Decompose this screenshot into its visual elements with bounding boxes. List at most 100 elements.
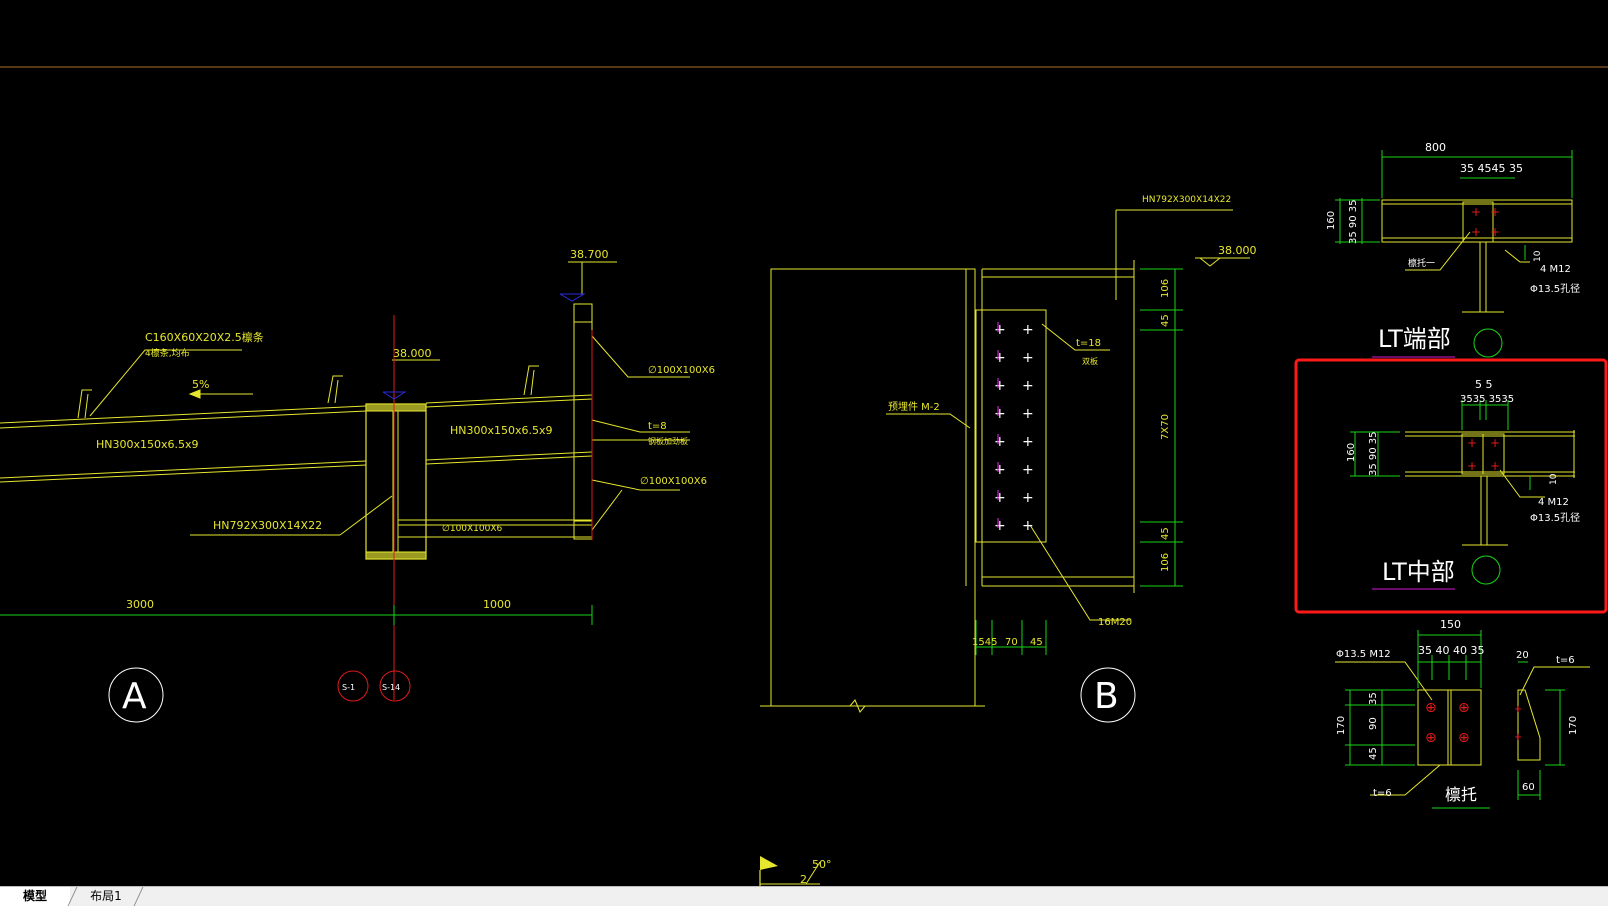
ucs-angle: 50° [812,858,832,871]
ps-title: 檩托 [1445,785,1477,804]
ps-dim-35: 35 [1368,692,1379,705]
ucs-label: 2 [800,873,807,886]
lt-end-bolts-label: 4 M12 [1540,264,1571,275]
svg-text:+: + [1022,490,1034,506]
lt-mid-holes: Φ13.5孔径 [1530,511,1580,524]
label-purlin-note: 4檩条,均布 [145,347,190,359]
lt-mid-dim-160: 160 [1346,443,1357,462]
svg-text:⊕: ⊕ [1458,730,1470,746]
label-plate-note: 钢板加劲板 [648,436,688,446]
ucs-icon [759,856,821,886]
svg-text:+: + [1467,436,1477,450]
svg-text:+: + [1467,459,1477,473]
ps-dims-top: 35 40 40 35 [1418,644,1484,657]
purlin-support-dims [1345,630,1565,800]
lt-end-holes: Φ13.5孔径 [1530,282,1580,295]
svg-text:+: + [1022,406,1034,422]
highlight-box [1294,358,1608,614]
svg-text:+: + [1471,225,1481,239]
lt-end-bolts: ++ ++ [1471,205,1500,239]
svg-text:+: + [994,462,1006,478]
label-beam-right: HN300x150x6.5x9 [450,424,553,437]
lt-mid-bolts-label: 4 M12 [1538,497,1569,508]
svg-text:+: + [1514,704,1522,715]
detail-a-title: A [122,676,147,717]
purlin-support-bolts: ⊕⊕ ⊕⊕ ++ [1425,700,1522,746]
svg-text:+: + [994,322,1006,338]
label-elev-top: 38.700 [570,248,609,261]
svg-text:+: + [1022,518,1034,534]
detail-a [0,261,690,560]
ps-dim-150: 150 [1440,618,1461,631]
svg-text:+: + [1471,205,1481,219]
svg-text:+: + [1022,322,1034,338]
lt-mid-title: LT中部 [1382,558,1455,586]
layout-tab-bar: 模型 布局1 [0,886,1608,906]
lt-end-dim-800: 800 [1425,141,1446,154]
svg-text:⊕: ⊕ [1425,730,1437,746]
detail-b-bolts: ++ ++ ++ ++ ++ ++ ++ ++ [994,322,1034,534]
dim-b-106-bot: 106 [1160,553,1171,572]
purlin-support-detail [1335,661,1590,796]
drawing-canvas[interactable]: 3000 1000 S-1 S-14 A C160X60X20X2.5檩条 4檩… [0,0,1608,886]
lt-mid-dims [1350,400,1531,490]
svg-text:⊕: ⊕ [1458,700,1470,716]
label-slope: 5% [192,378,209,391]
label-elev-mid: 38.000 [393,347,432,360]
tab-model[interactable]: 模型 [0,887,70,906]
dim-1000: 1000 [483,598,511,611]
dim-b-70: 70 [1005,637,1018,648]
svg-text:+: + [1022,378,1034,394]
lt-end-dim-160: 160 [1326,211,1337,230]
label-angle-2: ∅100X100X6 [640,476,707,487]
ps-side-height: 170 [1568,716,1579,735]
label-b-plate-note: 双板 [1082,356,1098,366]
svg-text:+: + [1490,225,1500,239]
detail-a-dimensions [0,605,593,625]
svg-text:⊕: ⊕ [1425,700,1437,716]
dim-b-45: 45 [1030,637,1043,648]
svg-text:+: + [994,406,1006,422]
ps-hole-label: Φ13.5 M12 [1336,649,1391,660]
ps-dim-90: 90 [1368,717,1379,730]
dim-b-106-top: 106 [1160,279,1171,298]
svg-text:+: + [1490,436,1500,450]
dim-b-7x70: 7X70 [1160,414,1171,440]
svg-text:+: + [994,434,1006,450]
ps-side-width: 60 [1522,782,1535,793]
svg-text:+: + [1022,434,1034,450]
lt-end-detail [1381,199,1573,313]
label-beam-left: HN300x150x6.5x9 [96,438,199,451]
dim-b-45-top: 45 [1160,314,1171,327]
label-main-beam: HN792X300X14X22 [213,519,322,532]
svg-text:+: + [994,378,1006,394]
label-purlin: C160X60X20X2.5檩条 [145,330,264,344]
ps-dim-170: 170 [1336,716,1347,735]
tab-layout1[interactable]: 布局1 [90,889,122,903]
dim-3000: 3000 [126,598,154,611]
svg-text:+: + [994,490,1006,506]
label-b-beam: HN792X300X14X22 [1142,195,1231,205]
lt-end-dims-top: 35 4545 35 [1460,162,1523,175]
svg-text:+: + [1022,462,1034,478]
lt-mid-dims-top2: 3535 3535 [1460,394,1514,405]
svg-text:+: + [994,518,1006,534]
lt-mid-dims-top1: 5 5 [1475,378,1493,391]
lt-end-dims [1335,150,1573,260]
svg-text:+: + [1490,459,1500,473]
lt-mid-dim-10: 10 [1549,473,1559,485]
detail-b [760,209,1250,713]
label-b-elev: 38.000 [1218,244,1257,257]
axis-s14: S-14 [382,683,400,692]
label-b-embed: 预埋件 M-2 [888,401,940,413]
ps-dim-45: 45 [1368,747,1379,760]
lt-end-dim-10: 10 [1533,250,1543,262]
lt-mid-dims-side: 35 90 35 [1368,431,1379,476]
detail-b-title: B [1094,676,1119,717]
label-b-bolts: 16M20 [1098,617,1132,628]
label-plate: t=8 [648,421,667,432]
label-angle-1: ∅100X100X6 [648,365,715,376]
axis-s1: S-1 [342,683,355,692]
label-b-plate: t=18 [1076,338,1101,349]
